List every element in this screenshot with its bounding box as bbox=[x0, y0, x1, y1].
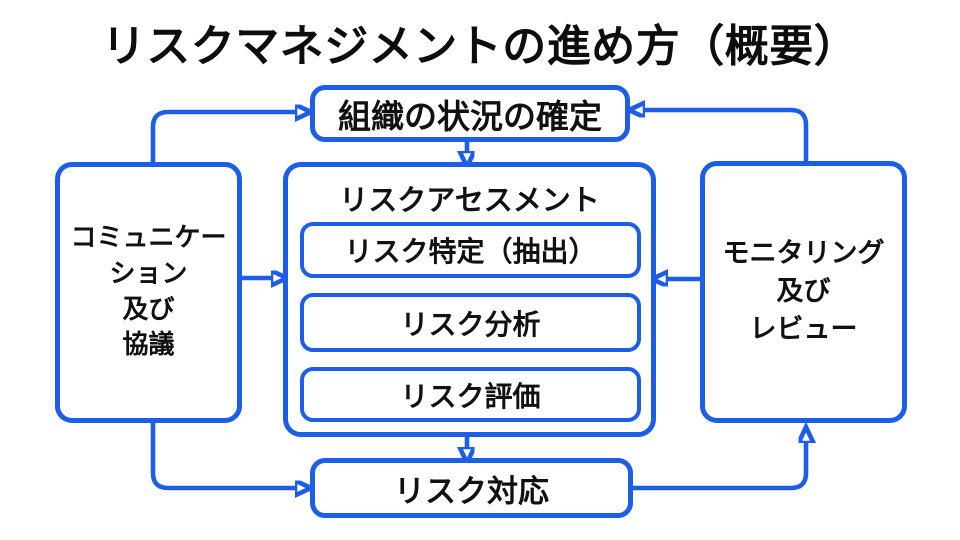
arrow-communication-to-treatment bbox=[150, 421, 295, 488]
communication-box-label-line: 及び bbox=[122, 294, 175, 325]
monitoring-box-label-line: 及び bbox=[776, 276, 831, 308]
monitoring-box-label-line: モニタリング bbox=[722, 238, 885, 270]
risk-identification-label: リスク特定（抽出） bbox=[344, 235, 597, 268]
risk-evaluation-label: リスク評価 bbox=[400, 379, 541, 413]
communication-box-label-line: ション bbox=[109, 258, 188, 289]
arrow-treatment-to-monitoring bbox=[631, 443, 806, 491]
risk-analysis-label: リスク分析 bbox=[400, 307, 541, 341]
risk-evaluation-box: リスク評価 bbox=[300, 367, 641, 422]
treatment-box: リスク対応 bbox=[310, 458, 633, 518]
page-title: リスクマネジメントの進め方（概要） bbox=[101, 21, 859, 72]
arrow-monitoring-to-context bbox=[645, 110, 809, 162]
monitoring-box-label-line: レビュー bbox=[749, 313, 858, 345]
assessment-box-label: リスクアセスメント bbox=[339, 183, 600, 217]
communication-box: コミュニケー ション 及び 協議 bbox=[55, 162, 242, 423]
communication-box-label-line: 協議 bbox=[122, 330, 175, 361]
communication-box-label-line: コミュニケー bbox=[70, 222, 227, 253]
treatment-box-label: リスク対応 bbox=[394, 473, 549, 510]
monitoring-box: モニタリング 及び レビュー bbox=[700, 161, 907, 423]
assessment-box: リスクアセスメント リスク特定（抽出） リスク分析 リスク評価 bbox=[283, 162, 656, 437]
context-box-label: 組織の状況の確定 bbox=[338, 96, 602, 136]
context-box: 組織の状況の確定 bbox=[310, 85, 630, 142]
risk-analysis-box: リスク分析 bbox=[300, 293, 641, 352]
arrow-communication-to-context bbox=[150, 112, 295, 163]
risk-identification-box: リスク特定（抽出） bbox=[300, 222, 641, 278]
